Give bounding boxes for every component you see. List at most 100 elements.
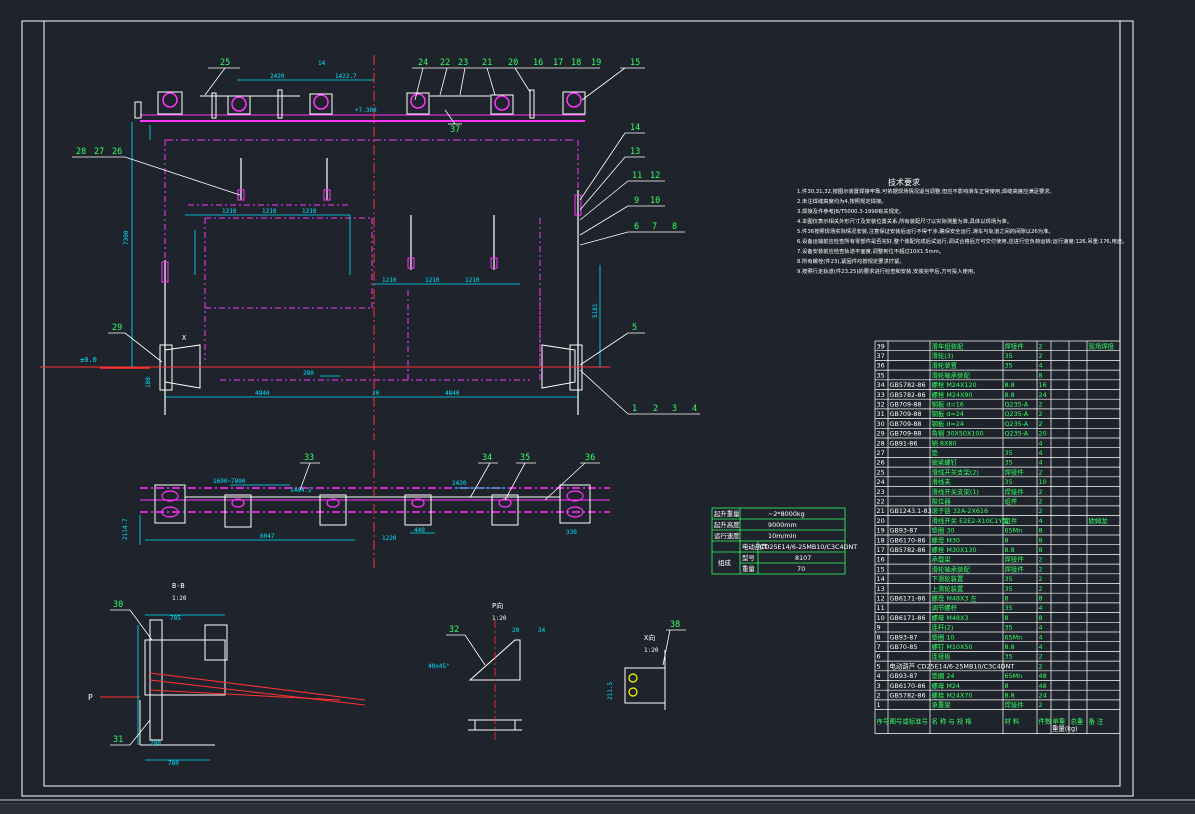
bom-cell: 焊接件 bbox=[1005, 700, 1025, 709]
bom-header-cell: 名 称 与 规 格 bbox=[932, 717, 973, 726]
bom-cell: 2 bbox=[1039, 420, 1043, 428]
dim-780: 780 bbox=[168, 760, 179, 767]
bom-cell: 20 bbox=[877, 517, 885, 525]
bom-cell: GB709-88 bbox=[890, 401, 922, 409]
bom-cell: GB5782-86 bbox=[890, 546, 926, 554]
bom-cell: 螺母 M48X3 bbox=[932, 613, 969, 622]
bom-cell: 垫圈 30 bbox=[932, 526, 955, 535]
dim-4840-b: 4840 bbox=[445, 390, 460, 397]
spec-table: 起升重量 ~2*8000kg 起升高度 9000mm 运行速度 10m/min … bbox=[711, 507, 857, 575]
bom-cell: 4 bbox=[1039, 439, 1043, 447]
bom-cell: 2 bbox=[1039, 701, 1043, 709]
bom-cell: 2 bbox=[1039, 585, 1043, 593]
spec-row-2-value: 10m/min bbox=[768, 532, 797, 540]
bom-cell: GB6171-86 bbox=[890, 595, 926, 603]
note-4: 4.本图仅表示相关外形尺寸及安装位置关系,所有装配尺寸以实际测量为准,具体以现场… bbox=[797, 217, 1012, 225]
bom-cell: GB709-88 bbox=[890, 430, 922, 438]
spec-weight-label: 重量 bbox=[742, 565, 755, 573]
bom-cell: GB93-87 bbox=[890, 633, 918, 641]
bom-cell: 螺栓 M30X130 bbox=[932, 545, 977, 554]
dim-280-bb: 280 bbox=[150, 740, 161, 747]
bom-cell: 上滑轮装置 bbox=[932, 584, 965, 593]
bom-header-cell: 总重 bbox=[1071, 717, 1084, 726]
note-2: 2.未注焊缝高度均为4,按照规定焊接。 bbox=[797, 197, 887, 205]
balloon-24: 24 bbox=[418, 58, 428, 68]
note-9: 9.按照行走轨道(件23,25)的要求进行检查和安装,安装完毕后,方可投入使用。 bbox=[797, 267, 978, 275]
bom-cell: 组件 bbox=[1005, 497, 1018, 506]
dim-1464: 1464.5 bbox=[290, 487, 312, 494]
balloon-8: 8 bbox=[672, 222, 677, 232]
bom-cell: 2 bbox=[877, 692, 881, 700]
note-1: 1.件30,31,32,按图示装置焊接牢靠,可依据现场情况适当调整,但应不影响滑… bbox=[797, 187, 1055, 195]
bom-cell: 2 bbox=[1039, 662, 1043, 670]
plan-view: 6047 2420 1464.5 1220 440 330 2114.7 169… bbox=[122, 450, 610, 570]
section-bb-scale: 1:20 bbox=[172, 595, 187, 602]
dim-330: 330 bbox=[566, 529, 577, 536]
notes-title: 技术要求 bbox=[888, 177, 920, 187]
bom-cell: 滑轮轴承装配 bbox=[932, 370, 971, 379]
bom-header-cell: 材 料 bbox=[1005, 717, 1020, 726]
balloon-22: 22 bbox=[440, 58, 450, 68]
balloon-13: 13 bbox=[630, 147, 640, 157]
note-8: 8.所有螺栓(件23),紧固件均按规定要求拧紧。 bbox=[797, 257, 905, 265]
spec-model-label: 电动葫芦 bbox=[742, 542, 768, 551]
balloon-28: 28 bbox=[76, 147, 86, 157]
balloon-31: 31 bbox=[113, 735, 123, 745]
bom-cell: 48 bbox=[1039, 682, 1047, 690]
balloon-2: 2 bbox=[653, 404, 658, 414]
bom-cell: 13 bbox=[877, 585, 885, 593]
balloon-16: 16 bbox=[533, 58, 543, 68]
section-bb-title: B-B bbox=[172, 582, 185, 590]
bom-cell: 8 bbox=[1005, 536, 1009, 544]
dim-440: 440 bbox=[414, 527, 425, 534]
bom-cell: GB70-85 bbox=[890, 643, 918, 651]
bom-cell: 焊接件 bbox=[1005, 555, 1025, 564]
bom-cell: 2 bbox=[1039, 498, 1043, 506]
bom-cell: 4 bbox=[1039, 449, 1043, 457]
balloon-20: 20 bbox=[508, 58, 518, 68]
bom-header-cell: 序号 bbox=[877, 717, 890, 726]
plan-leaders bbox=[299, 462, 600, 501]
view-p-title: P向 bbox=[492, 601, 503, 610]
bom-cell: 8 bbox=[1039, 527, 1043, 535]
dim-6047: 6047 bbox=[260, 533, 275, 540]
bom-cell: 4 bbox=[877, 672, 881, 680]
bom-cell: 24 bbox=[877, 478, 885, 486]
bom-cell: 8 bbox=[1005, 614, 1009, 622]
bom-cell: 调节螺杆 bbox=[932, 603, 958, 612]
bom-cell: 滚子链 32A-2X616 bbox=[932, 506, 989, 515]
bom-cell: 电动葫芦 CD25E14/6-25MB10/C3C4DNT bbox=[890, 661, 1015, 670]
bom-cell: 4 bbox=[1039, 459, 1043, 467]
bom-cell: 37 bbox=[877, 352, 885, 360]
bom-cell: GB93-87 bbox=[890, 672, 918, 680]
bom-cell: 16 bbox=[1039, 381, 1047, 389]
bom-cell: 承重梁 bbox=[932, 700, 952, 709]
bom-cell: 48 bbox=[1039, 672, 1047, 680]
bom-cell: 14 bbox=[877, 575, 885, 583]
balloon-27: 27 bbox=[94, 147, 104, 157]
dim-2114: 2114.7 bbox=[122, 518, 129, 540]
bom-cell: 2 bbox=[1039, 401, 1043, 409]
bom-cell: 钢板 d=24 bbox=[932, 419, 964, 428]
bom-cell: GB709-88 bbox=[890, 410, 922, 418]
balloon-21: 21 bbox=[482, 58, 492, 68]
balloon-17: 17 bbox=[553, 58, 563, 68]
bom-cell: 5 bbox=[877, 662, 881, 670]
balloon-15: 15 bbox=[630, 58, 640, 68]
bom-cell: 31 bbox=[877, 410, 885, 418]
elevation-view: 2420 1422.7 14 +7.300 7300 1210 1210 121… bbox=[40, 55, 610, 440]
bom-cell: Q235-A bbox=[1005, 401, 1029, 409]
bom-cell: GB1243.1-83 bbox=[890, 507, 932, 515]
bom-cell: 11 bbox=[877, 604, 885, 612]
command-bar[interactable] bbox=[0, 803, 1195, 814]
bom-cell: 螺母 M24 bbox=[932, 681, 960, 690]
bom-cell: 垫圈 10 bbox=[932, 632, 955, 641]
bom-cell: 18 bbox=[877, 536, 885, 544]
bom-cell: 3 bbox=[877, 682, 881, 690]
bom-cell: 4 bbox=[1039, 362, 1043, 370]
dim-180: 180 bbox=[145, 377, 152, 388]
bom-weight-label: 重量(kg) bbox=[1052, 725, 1078, 733]
bom-cell: 滑线夹 bbox=[932, 477, 952, 486]
